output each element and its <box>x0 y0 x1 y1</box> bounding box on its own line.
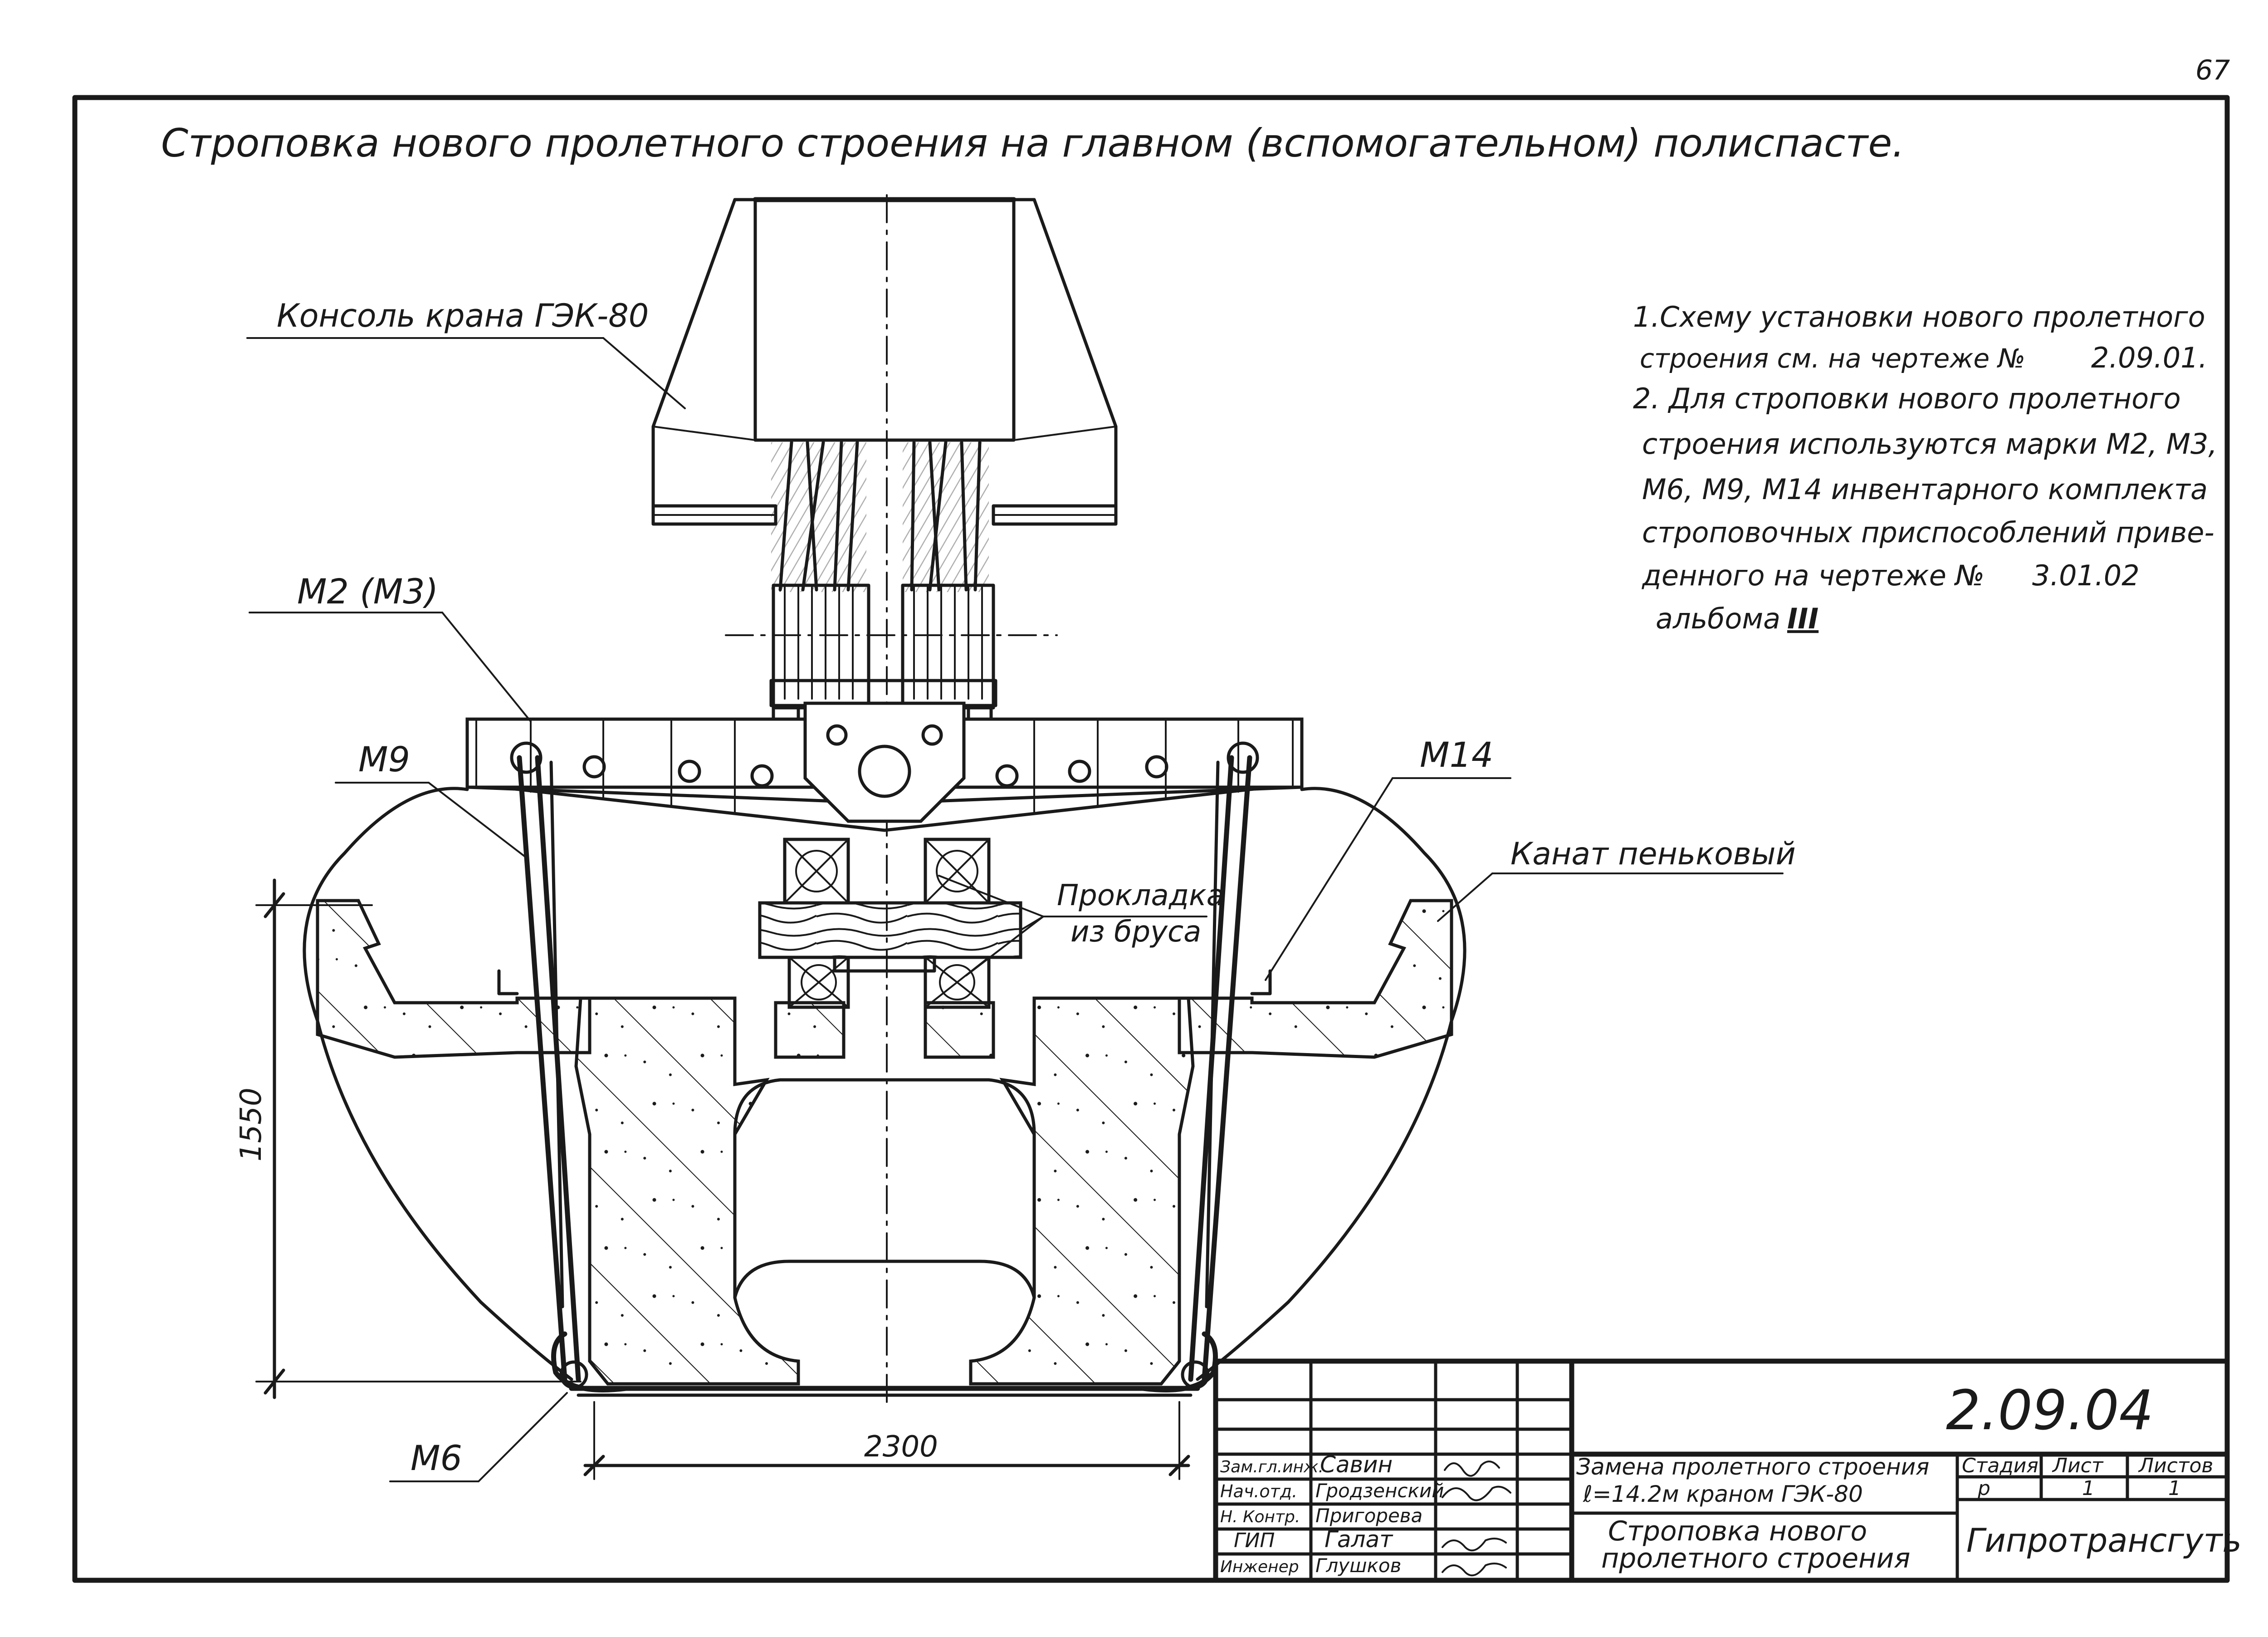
title-block: 2.09.04 Зам.гл.инж. Нач.отд. Н. Контр. Г… <box>1213 1358 2242 1583</box>
callout-m6-label: М6 <box>411 1438 462 1478</box>
dimension-height: 1550 <box>235 878 582 1399</box>
name-3: Пригорева <box>1315 1505 1422 1527</box>
drawing-title: Строповка нового пролетного строения на … <box>161 121 1905 166</box>
callout-m2m3-label: М2 (М3) <box>297 571 438 612</box>
callout-rope: Канат пеньковый <box>1437 836 1796 922</box>
note-line-8: альбома <box>1656 602 1780 635</box>
role-4: ГИП <box>1234 1529 1275 1552</box>
sheet-title-line-1: Строповка нового <box>1608 1515 1867 1547</box>
bridge-span-section <box>316 899 1453 1397</box>
note-line-1: 1.Схему установки нового пролетного <box>1633 300 2205 333</box>
name-2: Гродзенский <box>1315 1480 1444 1502</box>
callout-m14-label: М14 <box>1420 735 1493 775</box>
note-line-2: строения см. на чертеже № <box>1640 343 2025 374</box>
crane-console <box>651 197 1118 526</box>
role-1: Зам.гл.инж. <box>1220 1458 1324 1476</box>
callout-m14: М14 <box>1265 735 1511 981</box>
note-ref-1: 2.09.01. <box>2091 341 2207 374</box>
callout-spacer-label-1: Прокладка <box>1057 879 1224 912</box>
sheets-header: Листов <box>2138 1454 2213 1477</box>
callout-m6: М6 <box>389 1392 568 1482</box>
spreader-beam-m2 <box>465 701 1304 832</box>
spacer-blocks <box>758 838 1022 1009</box>
page-number: 67 <box>2195 54 2230 86</box>
name-4: Галат <box>1325 1526 1393 1553</box>
organization-name: Гипротрансгуть <box>1966 1521 2242 1559</box>
role-3: Н. Контр. <box>1220 1508 1300 1526</box>
callout-m9-label: М9 <box>358 739 410 779</box>
callout-spacer-label-2: из бруса <box>1070 915 1201 949</box>
dimension-width: 2300 <box>583 1401 1190 1480</box>
role-5: Инженер <box>1220 1558 1299 1576</box>
role-2: Нач.отд. <box>1220 1481 1297 1501</box>
dim-height-label: 1550 <box>235 1088 268 1162</box>
sheet-header: Лист <box>2052 1454 2104 1477</box>
sheets-value: 1 <box>2168 1477 2181 1500</box>
note-line-7: денного на чертеже № <box>1642 559 1984 592</box>
callout-m9: М9 <box>335 739 527 858</box>
timber-spacer <box>758 901 1022 959</box>
note-line-6: строповочных приспособлений приве- <box>1642 516 2214 549</box>
sling-m14 <box>1188 741 1259 1382</box>
signatures <box>1442 1461 1511 1577</box>
note-line-5: М6, М9, М14 инвентарного комплекта <box>1642 473 2208 506</box>
beam-bolt-holes <box>582 755 1168 788</box>
name-1: Савин <box>1320 1451 1393 1478</box>
callout-console: Консоль крана ГЭК-80 <box>246 297 686 409</box>
stage-value: р <box>1977 1477 1990 1500</box>
stage-header: Стадия <box>1962 1454 2038 1477</box>
note-album-number: III <box>1787 602 1818 635</box>
dim-width-label: 2300 <box>864 1430 938 1464</box>
callout-console-label: Консоль крана ГЭК-80 <box>277 297 649 334</box>
callout-spacer: Прокладка из бруса <box>938 875 1224 976</box>
note-line-3: 2. Для строповки нового пролетного <box>1633 382 2181 415</box>
callout-m2m3: М2 (М3) <box>249 571 532 722</box>
note-line-4: строения используются марки М2, М3, <box>1642 427 2217 461</box>
sheet-title-line-2: пролетного строения <box>1601 1543 1910 1574</box>
hoist-ropes <box>771 441 989 592</box>
project-line-1: Замена пролетного строения <box>1576 1454 1929 1480</box>
project-line-2: ℓ=14.2м краном ГЭК-80 <box>1583 1481 1863 1507</box>
sheet-value: 1 <box>2082 1477 2095 1500</box>
pulley-blocks <box>725 583 1058 723</box>
drawing-number: 2.09.04 <box>1946 1379 2154 1442</box>
hemp-rope-envelope <box>303 787 1466 1381</box>
sheet-frame <box>72 95 2230 1583</box>
note-ref-2: 3.01.02 <box>2032 559 2140 592</box>
sling-m9 <box>510 741 581 1382</box>
callout-rope-label: Канат пеньковый <box>1510 836 1796 872</box>
notes-block: 1.Схему установки нового пролетного стро… <box>1633 300 2217 635</box>
name-5: Глушков <box>1315 1554 1401 1577</box>
